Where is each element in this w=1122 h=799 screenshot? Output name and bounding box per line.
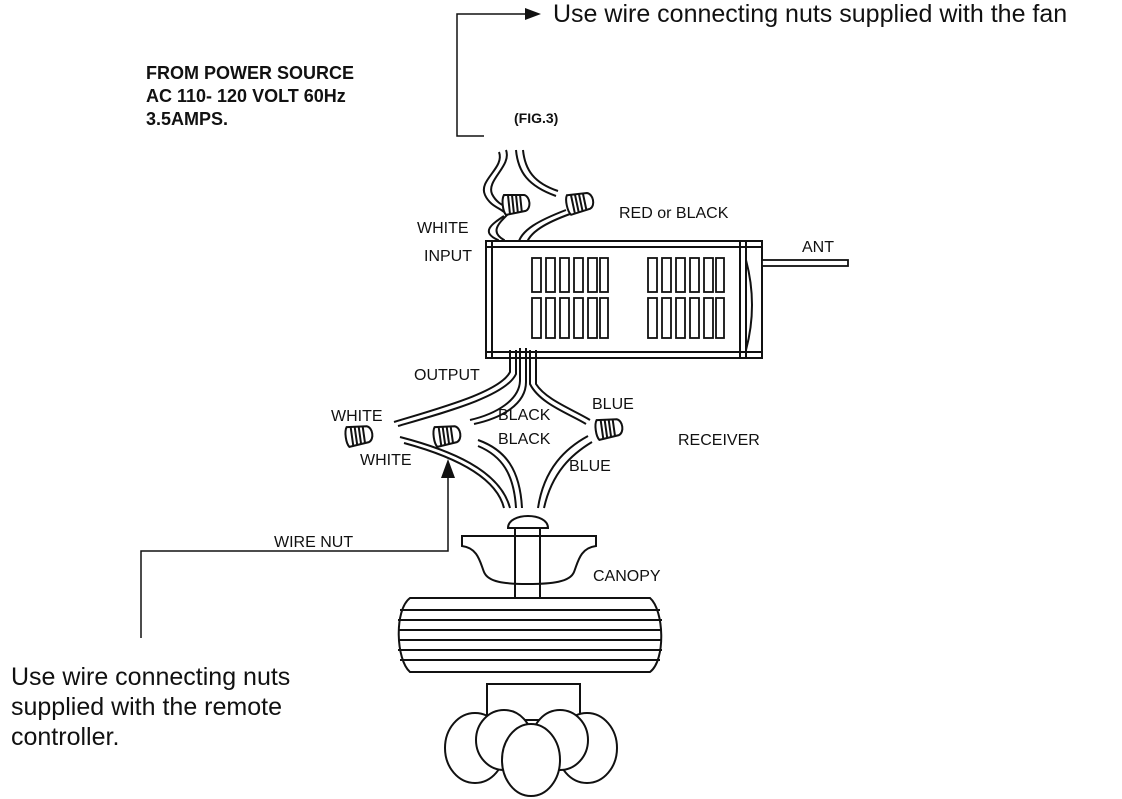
- power-source-line-1: FROM POWER SOURCE: [146, 63, 355, 83]
- wire-nut-icon: [343, 422, 375, 449]
- receiver-vents: [531, 257, 725, 339]
- bottom-note-line-3: controller.: [11, 723, 120, 751]
- label-canopy: CANOPY: [593, 568, 661, 585]
- power-source-line-2: AC 110- 120 VOLT 60Hz: [146, 86, 346, 106]
- wire-nut-icon: [593, 415, 625, 442]
- wire-nut-icon: [500, 191, 532, 217]
- label-white-input: WHITE: [417, 220, 469, 237]
- label-input: INPUT: [424, 248, 472, 265]
- label-white-fan: WHITE: [360, 452, 412, 469]
- label-wire-nut: WIRE NUT: [274, 534, 354, 551]
- label-red-or-black: RED or BLACK: [619, 205, 729, 222]
- wire-nut-leader: [140, 459, 455, 638]
- wire-nut-icon: [563, 189, 597, 217]
- label-blue-fan: BLUE: [569, 458, 611, 475]
- label-black-output: BLACK: [498, 407, 551, 424]
- label-white-output: WHITE: [331, 408, 383, 425]
- label-blue-output: BLUE: [592, 396, 634, 413]
- label-receiver: RECEIVER: [678, 432, 760, 449]
- label-black-fan: BLACK: [498, 431, 551, 448]
- top-leader-arrow: [456, 8, 541, 137]
- bottom-note-line-2: supplied with the remote: [11, 693, 282, 721]
- top-note: Use wire connecting nuts supplied with t…: [553, 0, 1068, 28]
- canopy: [461, 515, 597, 598]
- antenna-wire: [761, 259, 849, 267]
- wire-nut-icon: [431, 422, 463, 449]
- power-source-line-3: 3.5AMPS.: [146, 109, 229, 129]
- bottom-note-line-1: Use wire connecting nuts: [11, 663, 291, 691]
- label-ant: ANT: [802, 239, 834, 256]
- figure-label: (FIG.3): [514, 110, 559, 126]
- label-output: OUTPUT: [414, 367, 480, 384]
- light-kit: [444, 683, 618, 797]
- output-wires: [393, 348, 591, 427]
- fan-wires: [399, 435, 593, 509]
- motor-housing: [397, 597, 663, 673]
